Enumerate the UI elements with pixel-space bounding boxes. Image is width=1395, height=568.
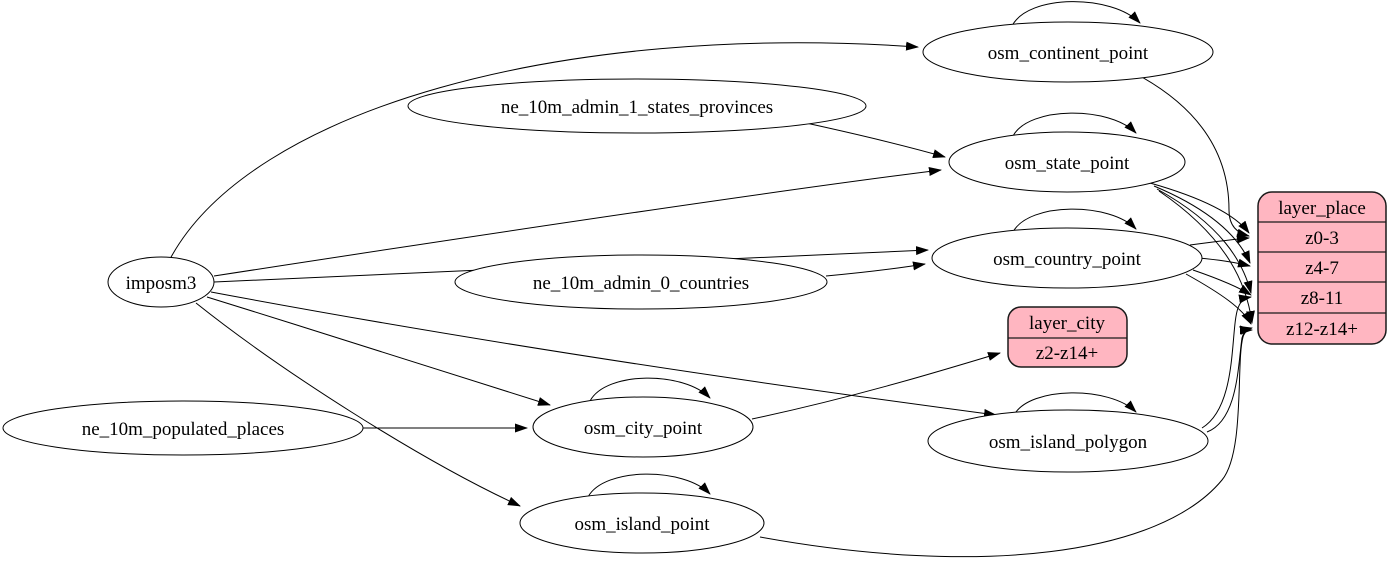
self-loop-osm-city-point bbox=[589, 377, 711, 402]
ne-states-provinces-ellipse bbox=[407, 78, 867, 134]
osm-island-polygon-ellipse bbox=[927, 409, 1209, 473]
self-loop-osm-island-polygon bbox=[1013, 392, 1137, 416]
layer-place-title: layer_place bbox=[1278, 198, 1366, 219]
osm-island-point-ellipse bbox=[519, 492, 765, 554]
osm-country-point-ellipse bbox=[931, 227, 1203, 289]
node-osm-country-point: osm_country_point bbox=[931, 227, 1203, 289]
edge-layer bbox=[169, 1, 1255, 558]
edge-osm-city-point-layer-city-z2 bbox=[751, 352, 1001, 420]
edge-imposm3-osm-island-polygon bbox=[210, 291, 997, 418]
layer-place-box bbox=[1257, 191, 1387, 345]
osm-island-polygon-label: osm_island_polygon bbox=[989, 432, 1148, 453]
node-osm-island-polygon: osm_island_polygon bbox=[927, 409, 1209, 473]
edge-imposm3-osm-city-point bbox=[206, 296, 551, 406]
node-ne-10m-admin-0-countries: ne_10m_admin_0_countries bbox=[454, 254, 828, 310]
ne-countries-label: ne_10m_admin_0_countries bbox=[533, 273, 749, 294]
node-imposm3: imposm3 bbox=[107, 256, 215, 308]
edge-osm-state-point-layer-place-z4-7 bbox=[1153, 185, 1251, 264]
edge-imposm3-osm-continent-point bbox=[169, 41, 919, 260]
edge-osm-state-point-layer-place-z8-11 bbox=[1156, 188, 1253, 294]
edge-imposm3-osm-state-point bbox=[213, 167, 942, 277]
layer-place-row-z12-z14: z12-z14+ bbox=[1286, 319, 1358, 340]
node-ne-10m-admin-1-states-provinces: ne_10m_admin_1_states_provinces bbox=[407, 78, 867, 134]
node-osm-city-point: osm_city_point bbox=[532, 396, 754, 458]
layer-city-box bbox=[1007, 306, 1128, 368]
self-loop-osm-country-point bbox=[1012, 208, 1137, 233]
layer-place-row-z4-7: z4-7 bbox=[1305, 258, 1339, 279]
self-loop-osm-continent-point bbox=[1011, 1, 1141, 27]
layer-city-title: layer_city bbox=[1029, 313, 1105, 334]
edge-ne-states-provinces-osm-state-point bbox=[805, 122, 946, 159]
edge-osm-continent-point-layer-place-z0-3 bbox=[1139, 75, 1250, 238]
layer-city-row-z2-z14: z2-z14+ bbox=[1036, 343, 1098, 364]
ne-countries-ellipse bbox=[454, 254, 828, 310]
edge-osm-island-polygon-layer-place-z8-11 bbox=[1201, 294, 1252, 429]
layer-place-row-z8-11: z8-11 bbox=[1301, 288, 1344, 309]
ne-populated-places-ellipse bbox=[2, 400, 364, 456]
osm-island-point-label: osm_island_point bbox=[574, 514, 710, 535]
edge-osm-country-point-layer-place-z4-7 bbox=[1197, 257, 1251, 268]
node-osm-continent-point: osm_continent_point bbox=[922, 21, 1214, 83]
osm-continent-point-label: osm_continent_point bbox=[988, 43, 1149, 64]
edge-osm-country-point-layer-place-z0-3 bbox=[1189, 234, 1250, 246]
osm-city-point-ellipse bbox=[532, 396, 754, 458]
edge-osm-island-point-layer-place-z12-z14 bbox=[759, 325, 1253, 558]
self-loop-osm-state-point bbox=[1012, 112, 1137, 137]
osm-continent-point-ellipse bbox=[922, 21, 1214, 83]
ne-states-provinces-label: ne_10m_admin_1_states_provinces bbox=[501, 97, 773, 118]
edge-imposm3-osm-island-point bbox=[195, 302, 521, 507]
imposm3-ellipse bbox=[107, 256, 215, 308]
osm-city-point-label: osm_city_point bbox=[584, 418, 703, 439]
osm-country-point-label: osm_country_point bbox=[993, 249, 1141, 270]
osm-state-point-ellipse bbox=[948, 131, 1186, 193]
node-layer-place: layer_place z0-3 z4-7 z8-11 z12-z14+ bbox=[1257, 191, 1387, 345]
edge-osm-state-point-layer-place-z12-z14 bbox=[1158, 190, 1255, 324]
edge-osm-country-point-layer-place-z12-z14 bbox=[1185, 273, 1252, 325]
edge-ne-countries-osm-country-point bbox=[825, 261, 926, 277]
edge-osm-state-point-layer-place-z0-3 bbox=[1149, 182, 1250, 234]
edge-osm-country-point-layer-place-z8-11 bbox=[1192, 269, 1252, 296]
imposm3-label: imposm3 bbox=[126, 273, 197, 294]
node-layer-city: layer_city z2-z14+ bbox=[1007, 306, 1128, 368]
ne-populated-places-label: ne_10m_populated_places bbox=[82, 419, 285, 440]
osm-state-point-label: osm_state_point bbox=[1005, 153, 1130, 174]
self-loop-osm-island-point bbox=[587, 473, 711, 498]
layer-place-row-z0-3: z0-3 bbox=[1305, 228, 1339, 249]
node-ne-10m-populated-places: ne_10m_populated_places bbox=[2, 400, 364, 456]
node-osm-state-point: osm_state_point bbox=[948, 131, 1186, 193]
node-osm-island-point: osm_island_point bbox=[519, 492, 765, 554]
